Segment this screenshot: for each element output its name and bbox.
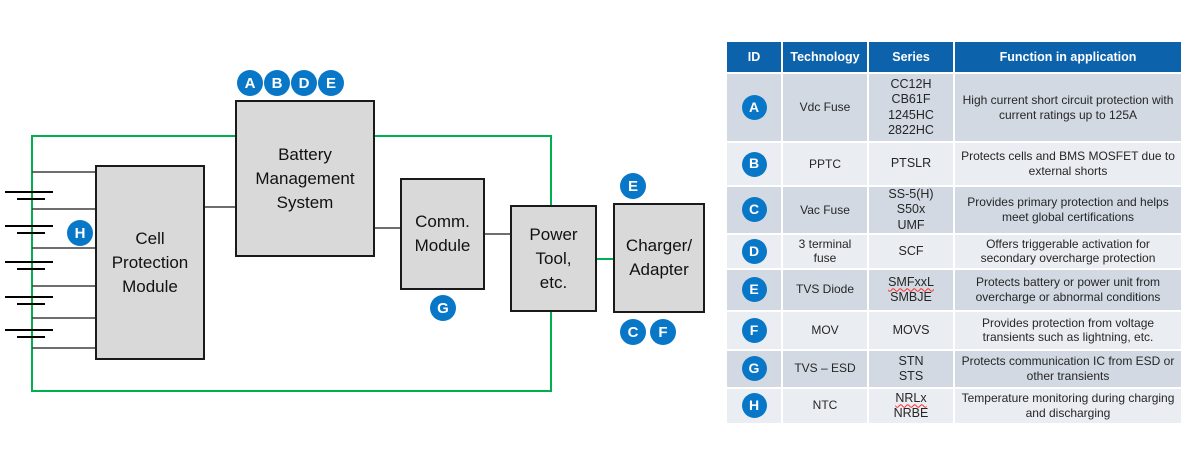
series-line: PTSLR: [890, 156, 932, 171]
id-cell: B: [727, 143, 781, 185]
function-cell: Provides protection from voltage transie…: [955, 311, 1181, 349]
function-cell: Protects cells and BMS MOSFET due to ext…: [955, 143, 1181, 185]
id-cell: A: [727, 74, 781, 141]
function-cell: Offers triggerable activation for second…: [955, 234, 1181, 268]
function-cell: Provides primary protection and helps me…: [955, 187, 1181, 233]
badge-f: F: [650, 319, 676, 345]
series-line: 1245HC: [888, 107, 934, 122]
series-cell: PTSLR: [869, 143, 953, 185]
id-cell: D: [727, 234, 781, 268]
technology-cell: TVS Diode: [783, 269, 867, 310]
function-cell: Temperature monitoring during charging a…: [955, 388, 1181, 423]
series-line: NRBE: [893, 405, 929, 420]
badge-g: G: [430, 295, 456, 321]
table-row: B PPTC PTSLR Protects cells and BMS MOSFET …: [727, 143, 1181, 185]
technology-cell: NTC: [783, 388, 867, 423]
series-line: STS: [898, 368, 924, 383]
id-cell: C: [727, 187, 781, 233]
badge-e: E: [318, 70, 344, 96]
id-cell: F: [727, 311, 781, 349]
series-line: 2822HC: [888, 122, 934, 137]
id-badge: C: [741, 197, 767, 223]
technology-cell: Vac Fuse: [783, 187, 867, 233]
function-cell: Protects communication IC from ESD or ot…: [955, 350, 1181, 387]
col-header-technology: Technology: [783, 42, 867, 72]
function-cell: Protects battery or power unit from over…: [955, 269, 1181, 310]
badge-b: B: [264, 70, 290, 96]
comm-module-block: Comm. Module: [400, 178, 485, 290]
table-row: D 3 terminal fuse SCF Offers triggerable ac…: [727, 234, 1181, 268]
series-line: UMF: [897, 217, 925, 232]
col-header-series: Series: [869, 42, 953, 72]
cell-protection-module-block: Cell Protection Module: [95, 165, 205, 360]
col-header-function: Function in application: [955, 42, 1181, 72]
technology-cell: Vdc Fuse: [783, 74, 867, 141]
series-line: STN: [898, 353, 924, 368]
id-cell: H: [727, 388, 781, 423]
technology-cell: 3 terminal fuse: [783, 234, 867, 268]
technology-cell: PPTC: [783, 143, 867, 185]
id-badge: H: [741, 393, 767, 419]
series-line: SMBJE: [890, 289, 932, 304]
id-badge: B: [741, 151, 767, 177]
badge-a: A: [237, 70, 263, 96]
table-header-row: ID Technology Series Function in applica…: [727, 42, 1181, 72]
id-badge: G: [741, 356, 767, 382]
series-line: CB61F: [891, 92, 931, 107]
id-badge: E: [741, 277, 767, 303]
col-header-id: ID: [727, 42, 781, 72]
badge-c: C: [620, 319, 646, 345]
badge-e-charger: E: [620, 173, 646, 199]
badge-h: H: [67, 220, 93, 246]
series-line: NRLx: [895, 390, 927, 405]
function-cell: High current short circuit protection wi…: [955, 74, 1181, 141]
id-cell: E: [727, 269, 781, 310]
module-interconnect-wires: [205, 206, 512, 235]
series-cell: SCF: [869, 234, 953, 268]
series-cell: MOVS: [869, 311, 953, 349]
id-badge: F: [741, 317, 767, 343]
cell-tap-wires: [32, 171, 96, 349]
series-line: SS-5(H): [888, 187, 934, 201]
battery-cell-symbols: [5, 191, 53, 338]
series-line: MOVS: [892, 322, 930, 337]
id-cell: G: [727, 350, 781, 387]
power-tool-block: Power Tool, etc.: [510, 205, 597, 312]
series-line: SCF: [898, 243, 924, 258]
id-badge: D: [741, 238, 767, 264]
id-badge: A: [741, 95, 767, 120]
series-line: S50x: [896, 202, 926, 217]
badge-d: D: [291, 70, 317, 96]
technology-cell: TVS – ESD: [783, 350, 867, 387]
technology-cell: MOV: [783, 311, 867, 349]
battery-management-system-block: Battery Management System: [235, 100, 375, 257]
charger-adapter-block: Charger/ Adapter: [613, 203, 705, 313]
series-line: SMFxxL: [888, 274, 934, 289]
protection-components-table: ID Technology Series Function in applica…: [725, 40, 1183, 425]
series-line: CC12H: [890, 77, 932, 91]
table-row: F MOV MOVS Provides protection from voltage…: [727, 311, 1181, 349]
